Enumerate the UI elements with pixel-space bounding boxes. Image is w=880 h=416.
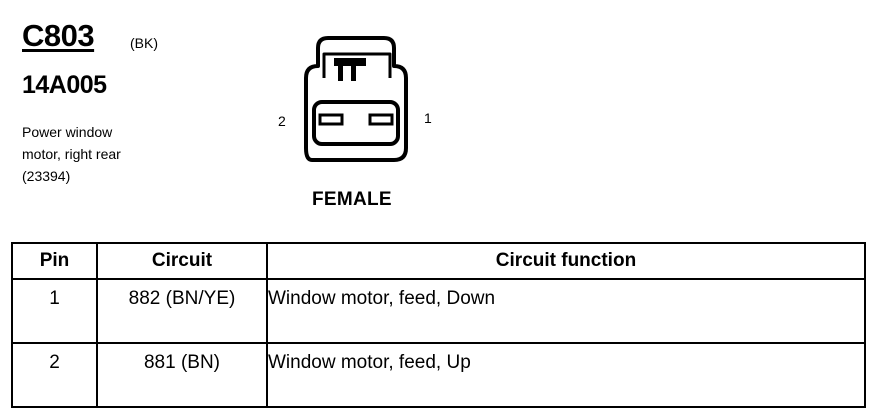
header-pin: Pin (11, 242, 98, 280)
cell-pin: 2 (11, 342, 98, 408)
latch-tab (334, 58, 366, 66)
terminal-slot-pin-1 (368, 113, 394, 126)
connector-description: Power window motor, right rear (23394) (22, 121, 202, 187)
header-circuit-function: Circuit function (266, 242, 866, 280)
description-line: Power window (22, 124, 113, 140)
table-row: 1 882 (BN/YE) Window motor, feed, Down (11, 278, 866, 344)
terminal-cavity-area (312, 100, 400, 146)
part-number: 14A005 (22, 71, 107, 99)
cell-pin: 1 (11, 278, 98, 344)
connector-id: C803 (22, 18, 95, 53)
connector-face-diagram (304, 36, 408, 162)
pin-label-right: 1 (424, 110, 432, 126)
header-circuit: Circuit (96, 242, 268, 280)
terminal-slot-pin-2 (318, 113, 344, 126)
pin-table: Pin Circuit Circuit function 1 882 (BN/Y… (11, 242, 866, 408)
connector-housing-outline (304, 36, 408, 162)
connector-gender: FEMALE (312, 189, 392, 210)
description-line: motor, right rear (22, 146, 121, 162)
table-header-row: Pin Circuit Circuit function (11, 242, 866, 280)
cell-circuit: 882 (BN/YE) (96, 278, 268, 344)
latch-tab-leg (351, 64, 356, 81)
description-line: (23394) (22, 168, 71, 184)
connector-color-code: (BK) (130, 35, 158, 51)
pin-label-left: 2 (278, 113, 286, 129)
cell-circuit-function: Window motor, feed, Up (266, 342, 866, 408)
latch-tab-leg (338, 64, 343, 81)
cell-circuit-function: Window motor, feed, Down (266, 278, 866, 344)
connector-latch-outline (322, 52, 392, 78)
table-row: 2 881 (BN) Window motor, feed, Up (11, 342, 866, 408)
cell-circuit: 881 (BN) (96, 342, 268, 408)
